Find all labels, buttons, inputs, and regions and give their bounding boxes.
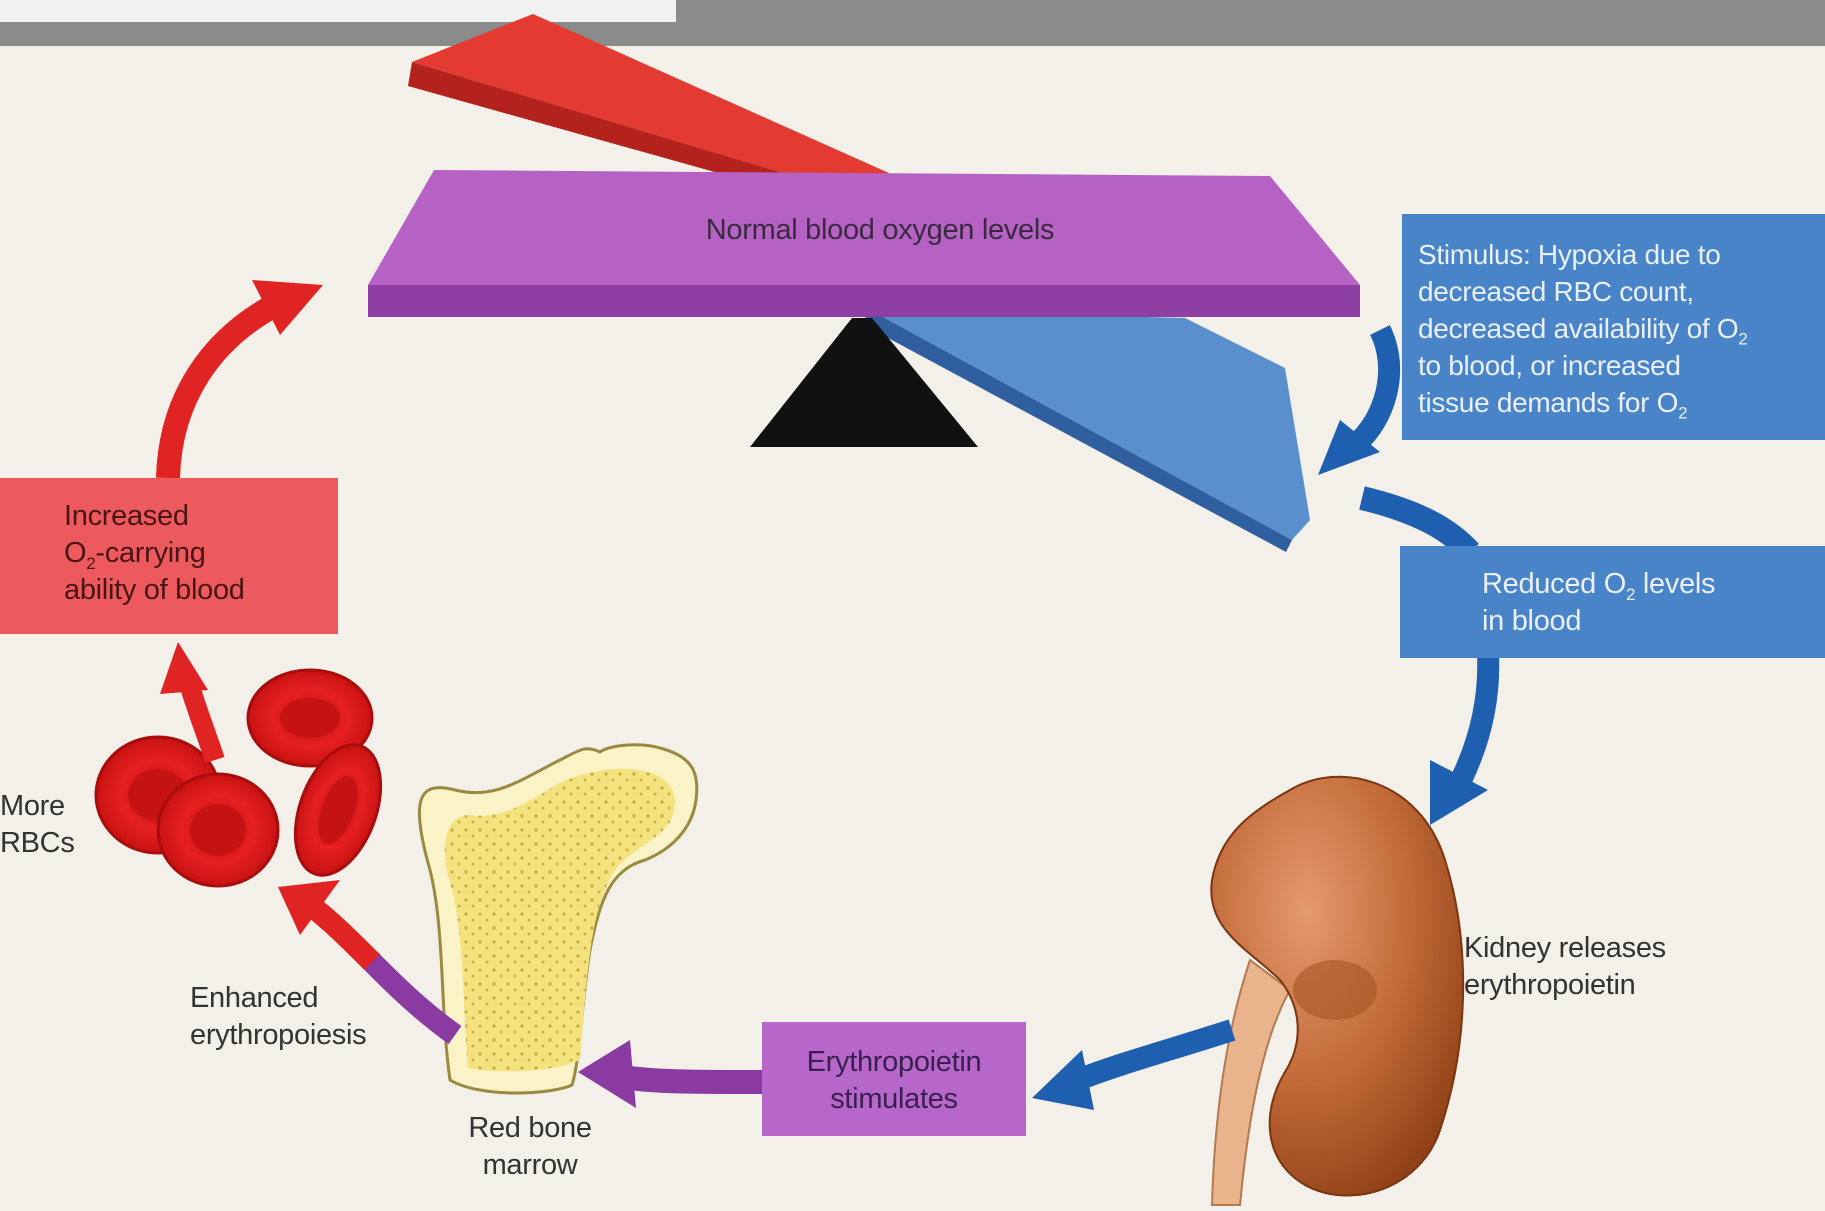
- more-rbcs-line-2: RBCs: [0, 825, 110, 862]
- stimulus-line-1: Stimulus: Hypoxia due to: [1418, 236, 1823, 273]
- enhanced-arrow-red: [310, 905, 372, 962]
- epo-line-2: stimulates: [762, 1081, 1026, 1118]
- epo-line-1: Erythropoietin: [762, 1044, 1026, 1081]
- increased-line-1: Increased: [64, 498, 334, 535]
- stimulus-line-3-sub: 2: [1738, 330, 1747, 349]
- reduced-text: Reduced O2 levels in blood: [1482, 566, 1822, 640]
- balance-label: Normal blood oxygen levels: [630, 212, 1130, 249]
- stimulus-line-4: to blood, or increased: [1418, 347, 1823, 384]
- stimulus-line-5: tissue demands for O2: [1418, 384, 1823, 421]
- kidney-line-2: erythropoietin: [1464, 967, 1764, 1004]
- kidney-line-1: Kidney releases: [1464, 930, 1764, 967]
- increased-line-2-a: O: [64, 537, 86, 569]
- stimulus-line-5-sub: 2: [1678, 404, 1687, 423]
- reduced-line-1: Reduced O2 levels: [1482, 566, 1822, 603]
- stimulus-line-3: decreased availability of O2: [1418, 310, 1823, 347]
- reduced-line-2: in blood: [1482, 603, 1822, 640]
- return-arrow: [168, 305, 275, 478]
- enhanced-label: Enhanced erythropoiesis: [190, 980, 430, 1054]
- kidney-out-arrow: [1078, 1030, 1232, 1080]
- increased-line-2: O2-carrying: [64, 535, 334, 572]
- reduced-line-1-a: Reduced O: [1482, 568, 1626, 600]
- more-rbcs-label: More RBCs: [0, 788, 110, 862]
- kidney-in-arrow: [1462, 655, 1488, 778]
- epo-arrow: [630, 1078, 762, 1082]
- enhanced-line-1: Enhanced: [190, 980, 430, 1017]
- stimulus-arrow: [1355, 330, 1389, 445]
- stimulus-text: Stimulus: Hypoxia due to decreased RBC c…: [1418, 236, 1823, 421]
- increased-line-3: ability of blood: [64, 572, 334, 609]
- reduced-arrow: [1362, 498, 1470, 552]
- rbc-cluster-icon: [96, 670, 397, 887]
- stimulus-line-5-text: tissue demands for O: [1418, 387, 1678, 418]
- increased-line-2-b: -carrying: [95, 537, 205, 569]
- kidney-label: Kidney releases erythropoietin: [1464, 930, 1764, 1004]
- stimulus-line-3-text: decreased availability of O: [1418, 313, 1738, 344]
- stimulus-line-2: decreased RBC count,: [1418, 273, 1823, 310]
- reduced-line-1-b: levels: [1635, 568, 1715, 600]
- more-rbcs-line-1: More: [0, 788, 110, 825]
- marrow-line-1: Red bone: [430, 1110, 630, 1147]
- top-tab: [0, 0, 676, 22]
- marrow-line-2: marrow: [430, 1147, 630, 1184]
- reduced-line-1-sub: 2: [1626, 585, 1635, 604]
- epo-text: Erythropoietin stimulates: [762, 1044, 1026, 1118]
- increased-text: Increased O2-carrying ability of blood: [64, 498, 334, 609]
- enhanced-line-2: erythropoiesis: [190, 1017, 430, 1054]
- marrow-label: Red bone marrow: [430, 1110, 630, 1184]
